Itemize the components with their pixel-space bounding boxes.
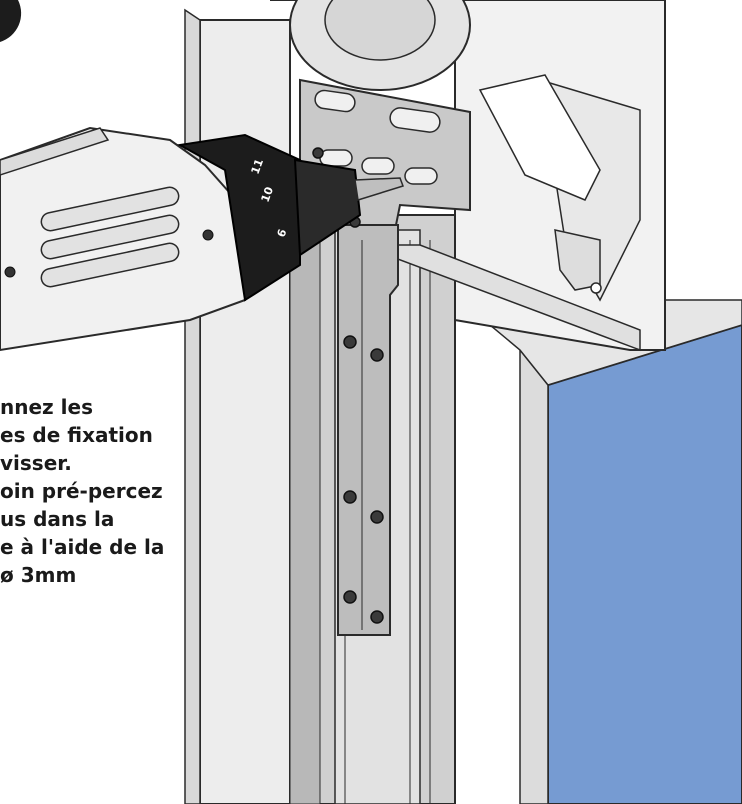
drill-screw	[4, 266, 16, 278]
plate-slot-3	[319, 149, 353, 167]
plate-slot-5	[404, 167, 438, 185]
drill-vent	[40, 214, 180, 260]
instruction-line: us dans la	[0, 507, 115, 531]
plate-slot-1	[314, 89, 356, 113]
drill-dial-number: 10	[259, 185, 277, 204]
fixing-strip	[337, 224, 399, 636]
housing-screw-hole	[590, 282, 602, 294]
drill-vent	[40, 242, 180, 288]
drill-screw	[202, 229, 214, 241]
drill-bit	[354, 177, 404, 201]
panel-bevel	[519, 347, 549, 804]
blue-panel	[547, 323, 742, 804]
instruction-line: ø 3mm	[0, 563, 77, 587]
instruction-line: es de fixation	[0, 423, 153, 447]
screw	[370, 610, 384, 624]
drill-vent	[40, 186, 180, 232]
screw	[312, 147, 324, 159]
instruction-line: nnez les	[0, 395, 93, 419]
instruction-line: e à l'aide de la	[0, 535, 165, 559]
instruction-text: nnez les es de fixation visser. oin pré-…	[0, 393, 240, 589]
step-marker-circle	[0, 0, 22, 42]
housing-cutout	[478, 74, 601, 201]
plate-slot-2	[389, 107, 441, 133]
rail-shadow	[289, 229, 321, 804]
drill-dial-number: 11	[249, 157, 266, 176]
plate-slot-4	[361, 157, 395, 175]
screw	[370, 348, 384, 362]
screw	[370, 510, 384, 524]
drill-chuck-collar	[176, 133, 301, 302]
electric-screwdriver: 11 10 6	[0, 126, 404, 352]
screw	[343, 335, 357, 349]
drill-chuck	[293, 158, 362, 257]
instruction-line: visser.	[0, 451, 72, 475]
drill-top-strip	[0, 127, 110, 176]
screw	[343, 590, 357, 604]
screw	[343, 490, 357, 504]
housing-bracket	[554, 229, 601, 291]
drill-dial-number: 6	[275, 227, 290, 239]
motor-disk-inner	[324, 0, 436, 61]
instruction-line: oin pré-percez	[0, 479, 163, 503]
